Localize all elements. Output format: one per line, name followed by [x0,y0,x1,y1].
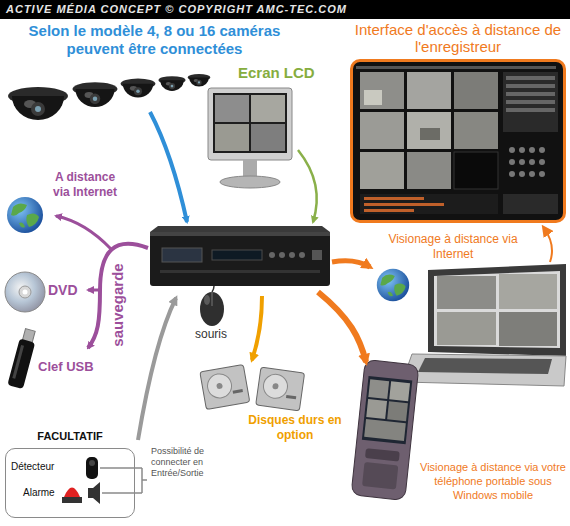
box-heading: FACULTATIF [5,430,135,443]
box-outline [350,59,566,223]
device-label: Détecteur [11,461,71,473]
device-label: Ecran LCD [238,64,328,82]
watermark: ACTIVE MÉDIA CONCEPT © COPYRIGHT AMC-TEC… [6,3,436,16]
device-label: Clef USB [38,359,108,375]
io-note: Possibilité de connecter en Entrée/Sorti… [151,446,223,479]
device-label: Alarme [23,487,67,499]
group-label: sauvegarde [109,260,127,350]
box-outline [5,448,135,518]
device-label: Visionage à distance via Internet [378,232,528,262]
device-box: FACULTATIF DétecteurAlarme [5,430,135,518]
device-label: Disques durs en option [245,413,345,443]
device-label: souris [195,327,245,341]
panel-heading: Interface d'accès à distance de l'enregi… [350,21,566,55]
device-label: DVD [48,282,88,299]
camera-note: Selon le modèle 4, 8 ou 16 caméras peuve… [2,22,307,58]
device-label: A distance via Internet [46,170,124,200]
device-label: Visionage à distance via votre téléphone… [418,460,568,502]
device-box: Interface d'accès à distance de l'enregi… [350,21,566,223]
